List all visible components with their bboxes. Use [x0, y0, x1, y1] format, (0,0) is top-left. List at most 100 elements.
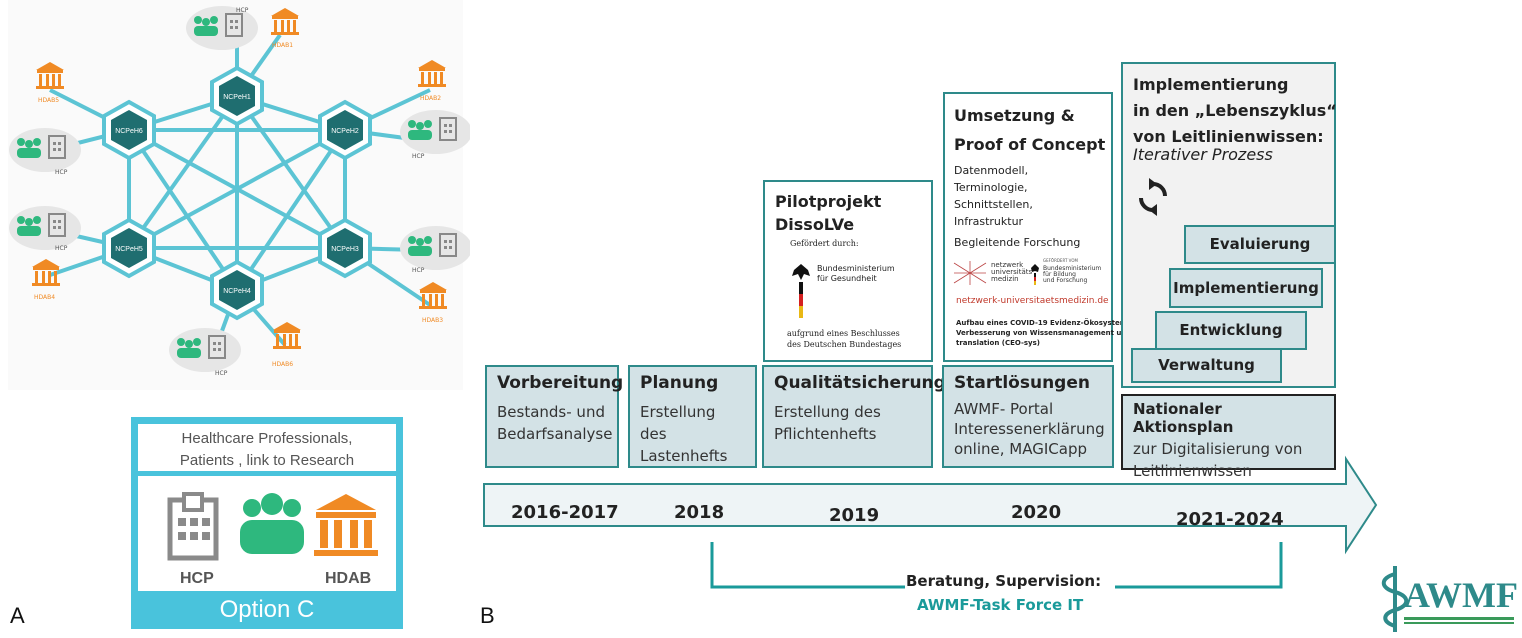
stage-title: Nationaler Aktionsplan — [1133, 400, 1234, 436]
stage-text: Lastenhefts — [640, 447, 728, 465]
stage-text: Bedarfsanalyse — [497, 425, 613, 443]
hdab-4: HDAB4 — [32, 259, 60, 301]
phase-entwicklung: Entwicklung — [1155, 311, 1307, 350]
awmf-caduceus-icon — [1381, 566, 1409, 632]
num-logo-icon — [953, 261, 987, 285]
stage-nationaler-aktionsplan: Nationaler Aktionsplan zur Digitalisieru… — [1121, 394, 1336, 480]
timeline-arrow — [483, 455, 1378, 555]
hcp-cluster-right-bottom: HCP — [399, 225, 470, 274]
hcp-cluster-top: HCP — [185, 5, 259, 51]
phase-evaluierung: Evaluierung — [1184, 225, 1336, 264]
stage-text: Erstellung des — [774, 403, 881, 421]
hcp-label: HCP — [412, 153, 425, 160]
year-label: 2021-2024 — [1176, 509, 1284, 530]
note-line: des Deutschen Bundestages — [787, 340, 902, 349]
stage-title: Startlösungen — [954, 373, 1090, 393]
hub-ncpeh6: NCPeH6 — [102, 99, 156, 161]
year-label: 2018 — [674, 502, 725, 523]
year-label: 2020 — [1011, 502, 1062, 523]
option-c-header-line1: Healthcare Professionals, — [181, 430, 353, 447]
pilot-title-line: DissoLVe — [775, 215, 855, 234]
hcp-label: HCP — [236, 7, 249, 14]
hdab-building-icon — [314, 494, 378, 556]
num-logo-line: universitäts — [991, 268, 1033, 276]
hub-label: NCPeH3 — [331, 246, 359, 253]
option-c-header: Healthcare Professionals, Patients , lin… — [138, 424, 396, 476]
hdab-5: HDAB5 — [36, 62, 64, 104]
poc-title-line: Umsetzung & — [954, 106, 1075, 125]
stage-text: online, MAGICapp — [954, 440, 1087, 458]
option-c-footer: Option C — [131, 591, 403, 629]
supervision-label: Beratung, Supervision: — [906, 572, 1102, 590]
ministry-line: Bundesministerium — [817, 264, 895, 273]
bmbf-line: Bundesministerium — [1043, 265, 1102, 272]
num-logo-text: netzwerk universitäts medizin — [991, 262, 1032, 283]
hub-ncpeh4: NCPeH4 — [210, 259, 264, 321]
hcp-label: HCP — [412, 267, 425, 274]
awmf-logo-text: AWMF — [1404, 575, 1518, 615]
ceo-sys-line: translation (CEO-sys) — [956, 339, 1040, 347]
hcp-label: HCP — [55, 169, 68, 176]
poc-item: Schnittstellen, — [954, 198, 1033, 211]
stage-text: Erstellung des — [640, 403, 716, 443]
ceo-sys-line: Verbesserung von Wissensmanagement und - — [956, 329, 1137, 337]
poc-item: Datenmodell, — [954, 164, 1029, 177]
year-label: 2016-2017 — [511, 502, 619, 523]
hdab-2: HDAB2 — [418, 60, 446, 102]
hdab-label: HDAB6 — [272, 361, 293, 368]
hdab-6: HDAB6 — [272, 322, 301, 368]
option-c-hdab-label: HDAB — [325, 570, 372, 587]
hdab-label: HDAB2 — [420, 95, 441, 102]
option-c-icons — [167, 492, 378, 561]
hcp-label: HCP — [215, 370, 228, 377]
ministry-health-label: Bundesministerium für Gesundheit — [817, 264, 895, 284]
panel-a-label: A — [10, 603, 25, 628]
impl-title-line: in den „Lebenszyklus“ — [1133, 101, 1337, 120]
hcp-cluster-bottom: HCP — [168, 327, 242, 377]
poc-item: Infrastruktur — [954, 215, 1024, 228]
funded-by-label: Gefördert durch: — [790, 239, 859, 248]
note-line: aufgrund eines Beschlusses — [787, 329, 900, 338]
ministry-line: für Gesundheit — [817, 274, 877, 283]
awmf-logo-line — [1404, 622, 1514, 624]
stage-text: Pflichtenhefts — [774, 425, 877, 443]
hub-label: NCPeH2 — [331, 128, 359, 135]
proof-of-concept-box — [943, 92, 1113, 362]
poc-item: Terminologie, — [954, 181, 1028, 194]
hub-label: NCPeH4 — [223, 288, 251, 295]
hcp-cluster-left-bottom: HCP — [8, 205, 82, 252]
taskforce-label: AWMF-Task Force IT — [917, 596, 1084, 614]
option-c-hcp-label: HCP — [180, 570, 214, 587]
num-logo-line: netzwerk — [991, 261, 1024, 269]
pilot-project-box — [763, 180, 933, 362]
people-group-icon — [240, 493, 304, 554]
ceo-sys-description: Aufbau eines COVID-19 Evidenz-Ökosystems… — [956, 318, 1146, 348]
phase-implementierung: Implementierung — [1169, 268, 1323, 308]
poc-items: Datenmodell, Terminologie, Schnittstelle… — [954, 162, 1033, 230]
bmbf-funded-label: GEFÖRDERT VOM — [1043, 258, 1078, 263]
stage-text: Interessenerklärung — [954, 420, 1105, 438]
impl-title-line: von Leitlinienwissen: — [1133, 127, 1324, 146]
impl-title-line: Implementierung — [1133, 75, 1289, 94]
phase-verwaltung: Verwaltung — [1131, 348, 1282, 383]
ceo-sys-line: Aufbau eines COVID-19 Evidenz-Ökosystems… — [956, 319, 1147, 327]
stage-title: Vorbereitung — [497, 373, 624, 393]
stage-text: AWMF- Portal — [954, 400, 1054, 418]
bundestag-note: aufgrund eines Beschlusses des Deutschen… — [787, 328, 901, 350]
bmbf-text: Bundesministerium für Bildung und Forsch… — [1043, 266, 1101, 284]
stage-title: Qualitätsicherung — [774, 373, 946, 393]
refresh-cycle-icon — [1139, 178, 1167, 216]
hub-ncpeh3: NCPeH3 — [318, 217, 372, 279]
hcp-label: HCP — [55, 245, 68, 252]
hdab-label: HDAB5 — [38, 97, 59, 104]
hub-ncpeh1: NCPeH1 — [210, 65, 264, 127]
num-logo-line: medizin — [991, 275, 1019, 283]
pilot-title: Pilotprojekt DissoLVe — [775, 190, 881, 236]
bmbf-line: und Forschung — [1043, 277, 1088, 284]
hub-label: NCPeH5 — [115, 246, 143, 253]
poc-title-line: Proof of Concept — [954, 135, 1106, 154]
ncpeh-network-diagram: NCPeH1 NCPeH2 NCPeH3 NCPeH4 NCPeH5 NCPeH… — [8, 5, 470, 377]
bmbf-line: für Bildung — [1043, 271, 1076, 278]
